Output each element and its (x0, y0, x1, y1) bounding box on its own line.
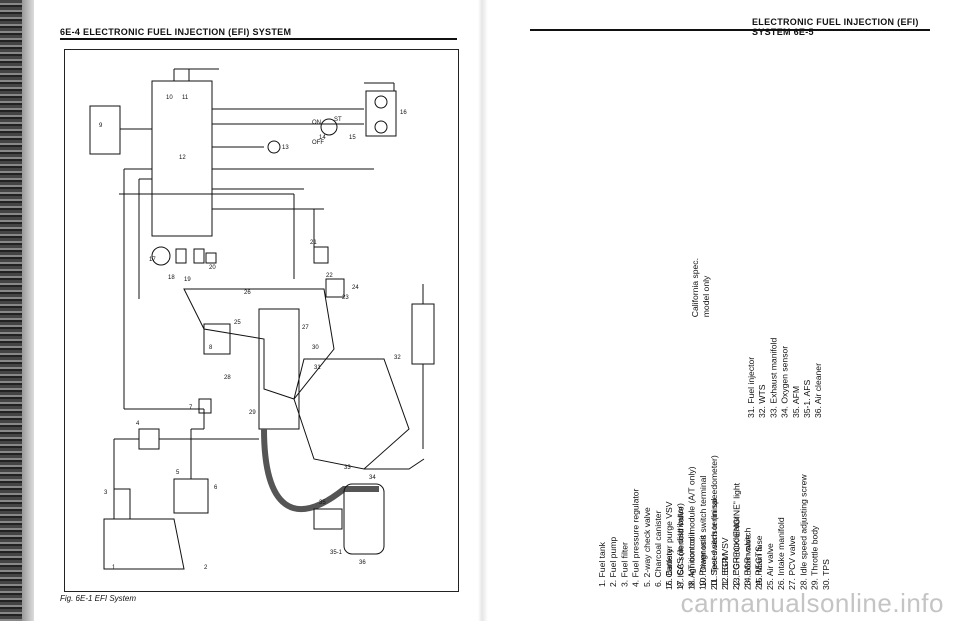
legend-col2-item: 22. EGR modulator (731, 516, 742, 590)
label-st: ST (334, 117, 342, 123)
efi-system-diagram: 1 2 3 4 5 6 7 8 9 10 11 12 13 14 15 16 1… (89, 68, 435, 571)
catalytic-converter-outline (411, 303, 435, 365)
label-30: 30 (312, 345, 319, 351)
header-right-rule (530, 29, 930, 31)
label-22: 22 (326, 273, 333, 279)
legend-col2-item: 16. Battery (664, 548, 674, 590)
label-9: 9 (99, 123, 103, 129)
label-7: 7 (189, 405, 193, 411)
figure-frame (64, 49, 459, 592)
legend-col2-item: 17. CAS (in distributor) (675, 503, 686, 590)
engine-block-outline (293, 358, 410, 470)
legend-col2-item: 20. Speed sensor (in speedometer) (708, 455, 719, 590)
label-16: 16 (400, 110, 407, 116)
label-25: 25 (234, 320, 241, 326)
pressure-regulator-box (138, 428, 160, 450)
figure-caption: Fig. 6E-1 EFI System (60, 594, 137, 603)
fuel-tank-outline (103, 518, 185, 570)
california-note-item: California spec. (690, 258, 700, 318)
header-left-rule (60, 38, 457, 40)
label-21: 21 (310, 240, 317, 246)
label-24: 24 (352, 285, 359, 291)
label-1: 1 (112, 565, 116, 571)
legend-col1-item: 1. Fuel tank (597, 542, 607, 587)
label-2: 2 (204, 565, 208, 571)
page-binding-shadow (22, 0, 34, 621)
label-31: 31 (314, 365, 321, 371)
legend-col3-item: 33. Exhaust manifold (768, 337, 779, 418)
legend-col1-item: 3. Fuel filter (619, 542, 630, 587)
isc-solenoid-box (203, 323, 231, 355)
label-15: 15 (349, 135, 356, 141)
legend-col2-item: 21. EGR VSV (720, 537, 731, 590)
label-on: ON (312, 120, 321, 126)
label-11: 11 (182, 95, 189, 101)
label-5: 5 (176, 470, 180, 476)
california-note: California spec.model only (690, 258, 712, 317)
label-17: 17 (149, 257, 156, 263)
label-8: 8 (209, 345, 213, 351)
legend-col2-item: 19. Power unit (697, 535, 708, 590)
label-18: 18 (168, 275, 175, 281)
label-20: 20 (209, 265, 216, 271)
label-19: 19 (184, 277, 191, 283)
watermark: carmanualsonline.info (680, 588, 944, 618)
label-35: 35 (319, 500, 326, 506)
charcoal-canister-box (173, 478, 209, 514)
air-cleaner-box (343, 483, 385, 555)
label-29: 29 (249, 410, 256, 416)
label-13: 13 (282, 145, 289, 151)
label-28: 28 (224, 375, 231, 381)
label-33: 33 (344, 465, 351, 471)
label-14: 14 (319, 135, 326, 141)
label-32: 32 (394, 355, 401, 361)
legend-col1-item: 4. Fuel pressure regulator (630, 488, 641, 587)
label-10: 10 (166, 95, 173, 101)
at-control-module-box (89, 105, 121, 155)
label-3: 3 (104, 490, 108, 496)
legend-col2-item: 18. Ignition coil (686, 532, 697, 590)
label-6: 6 (214, 485, 218, 491)
egr-modulator-box (325, 278, 345, 298)
ecm-box (151, 80, 213, 237)
page-binding-edge (0, 0, 22, 621)
legend-col3-item: 35. AFM (790, 386, 801, 418)
cas-distributor-symbol (151, 246, 171, 266)
label-36: 36 (359, 560, 366, 566)
check-engine-light-symbol (267, 140, 281, 154)
afm-box (313, 508, 343, 530)
label-4: 4 (136, 421, 140, 427)
battery-box (365, 90, 397, 137)
label-26: 26 (244, 290, 251, 296)
legend-col1-item: 5. 2-way check valve (641, 507, 652, 587)
legend-col3-item: 34. Oxygen sensor (779, 345, 790, 418)
label-35-1: 35-1 (330, 550, 343, 556)
intake-manifold-outline (183, 288, 335, 400)
egr-vsv-box (313, 246, 329, 264)
label-23: 23 (342, 295, 349, 301)
throttle-body-outline (258, 308, 300, 430)
header-right: ELECTRONIC FUEL INJECTION (EFI) SYSTEM 6… (752, 17, 919, 37)
california-note-item: model only (701, 275, 712, 318)
label-27: 27 (302, 325, 309, 331)
fuel-filter-box (113, 488, 131, 520)
legend-col3-item: 32. WTS (757, 384, 768, 418)
legend-col3-item: 35-1. AFS (802, 379, 813, 418)
header-left: 6E-4 ELECTRONIC FUEL INJECTION (EFI) SYS… (60, 27, 292, 37)
legend-col3-item: 31. Fuel injector (746, 356, 756, 418)
label-12: 12 (179, 155, 186, 161)
page-center-fold (478, 0, 488, 621)
main-switch-symbol (320, 118, 338, 136)
legend-col3-item: 36. Air cleaner (813, 363, 824, 418)
label-34: 34 (369, 475, 376, 481)
legend-col1-item: 6. Charcoal canister (653, 510, 664, 587)
legend-col1-item: 2. Fuel pump (608, 536, 619, 587)
label-off: OFF (312, 140, 324, 146)
